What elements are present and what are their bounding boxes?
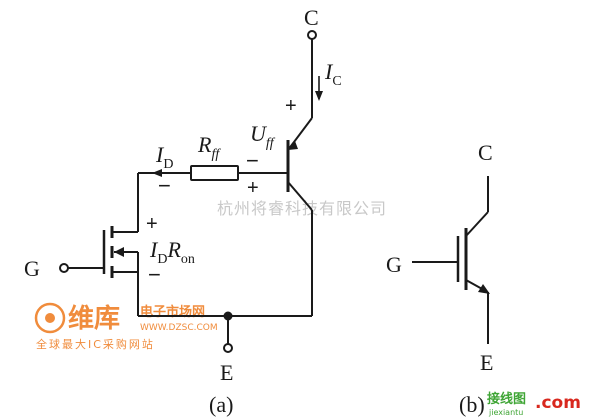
uff-plus-sign: + [285,95,297,117]
uff-minus-sign: − [246,148,259,173]
gate-terminal-circle [59,263,69,273]
label-e-b: E [480,350,493,375]
label-g-b: G [386,252,402,277]
pnp-emitter-arrow [288,141,298,150]
jiexiantu-cn: 接线图 [487,391,526,407]
igbt-collector-lead [465,211,489,237]
label-c-a: C [304,5,319,30]
mosfet-body-arrow [114,247,124,257]
watermark-jiexiantu: 接线图 .com jiexiantu [487,391,581,417]
label-id-ron: IDRon [149,237,195,267]
caption-a: (a) [209,392,233,417]
dzsc-logo-cn: 维库 [68,303,120,334]
watermark-dzsc-logo: 维库 电子市场网 WWW.DZSC.COM 全球最大IC采购网站 [34,302,218,351]
rff-plus-sign: + [247,177,259,199]
equivalent-circuit-a [59,30,323,353]
label-uff: Uff [250,121,276,151]
dzsc-logo-slogan: 全球最大IC采购网站 [36,337,155,351]
pnp-emitter-lead [287,117,313,151]
jiexiantu-pinyin: jiexiantu [488,408,523,417]
dzsc-logo-url: WWW.DZSC.COM [140,323,218,333]
idron-minus-sign: − [148,262,161,287]
resistor-rff [190,165,239,181]
label-e-a: E [220,360,233,385]
rff-minus-sign: − [158,173,171,198]
emitter-terminal-circle [223,343,233,353]
dzsc-logo-sub-cn: 电子市场网 [140,304,205,320]
label-id: ID [155,142,173,172]
caption-b: (b) [459,392,485,417]
label-rff: Rff [197,132,221,162]
dzsc-logo-dot [45,313,55,323]
label-c-b: C [478,140,493,165]
label-g-a: G [24,256,40,281]
igbt-emitter-arrow [478,284,490,294]
idron-plus-sign: + [146,213,158,235]
pnp-collector-lead [287,181,313,211]
igbt-symbol-b [412,176,490,344]
watermark-company-text: 杭州将睿科技有限公司 [217,199,387,218]
dzsc-logo-circle [34,302,66,334]
jiexiantu-com: .com [535,393,581,413]
collector-terminal-circle [307,30,317,40]
label-ic: IC [324,59,342,89]
